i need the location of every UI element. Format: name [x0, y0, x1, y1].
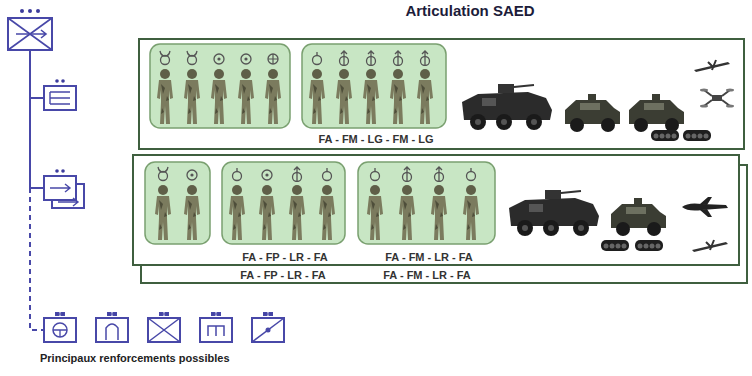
- weapon-list: FA - FM - LG - FM - LG: [318, 133, 433, 145]
- team-groups: [145, 162, 495, 244]
- weapon-list: FA - FP - LR - FA: [242, 251, 328, 263]
- section-symbol: [44, 169, 84, 208]
- team-band: FA - FP - LR - FA FA - FM - LR - FA: [140, 164, 748, 284]
- vehicles: [462, 60, 734, 141]
- company-symbol: [8, 9, 52, 50]
- team-band: FA - FP - LR - FA FA - FM - LR - FA: [132, 154, 740, 266]
- weapon-list: FA - FM - LR - FA: [385, 251, 473, 263]
- band-edge: [140, 266, 142, 282]
- diagram-title: Articulation SAED: [405, 2, 534, 19]
- band-edge: [740, 164, 746, 166]
- reinforcement-symbols: [44, 312, 284, 342]
- team-band: FA - FM - LG - FM - LG: [138, 38, 745, 150]
- vehicles: [509, 190, 728, 252]
- weapon-list: FA - FP - LR - FA: [240, 269, 326, 281]
- section-symbol: [44, 79, 76, 110]
- team-groups: [150, 44, 446, 128]
- caption-label: Principaux renforcements possibles: [40, 352, 230, 365]
- weapon-list: FA - FM - LR - FA: [383, 269, 471, 281]
- unit-tree: [30, 50, 44, 330]
